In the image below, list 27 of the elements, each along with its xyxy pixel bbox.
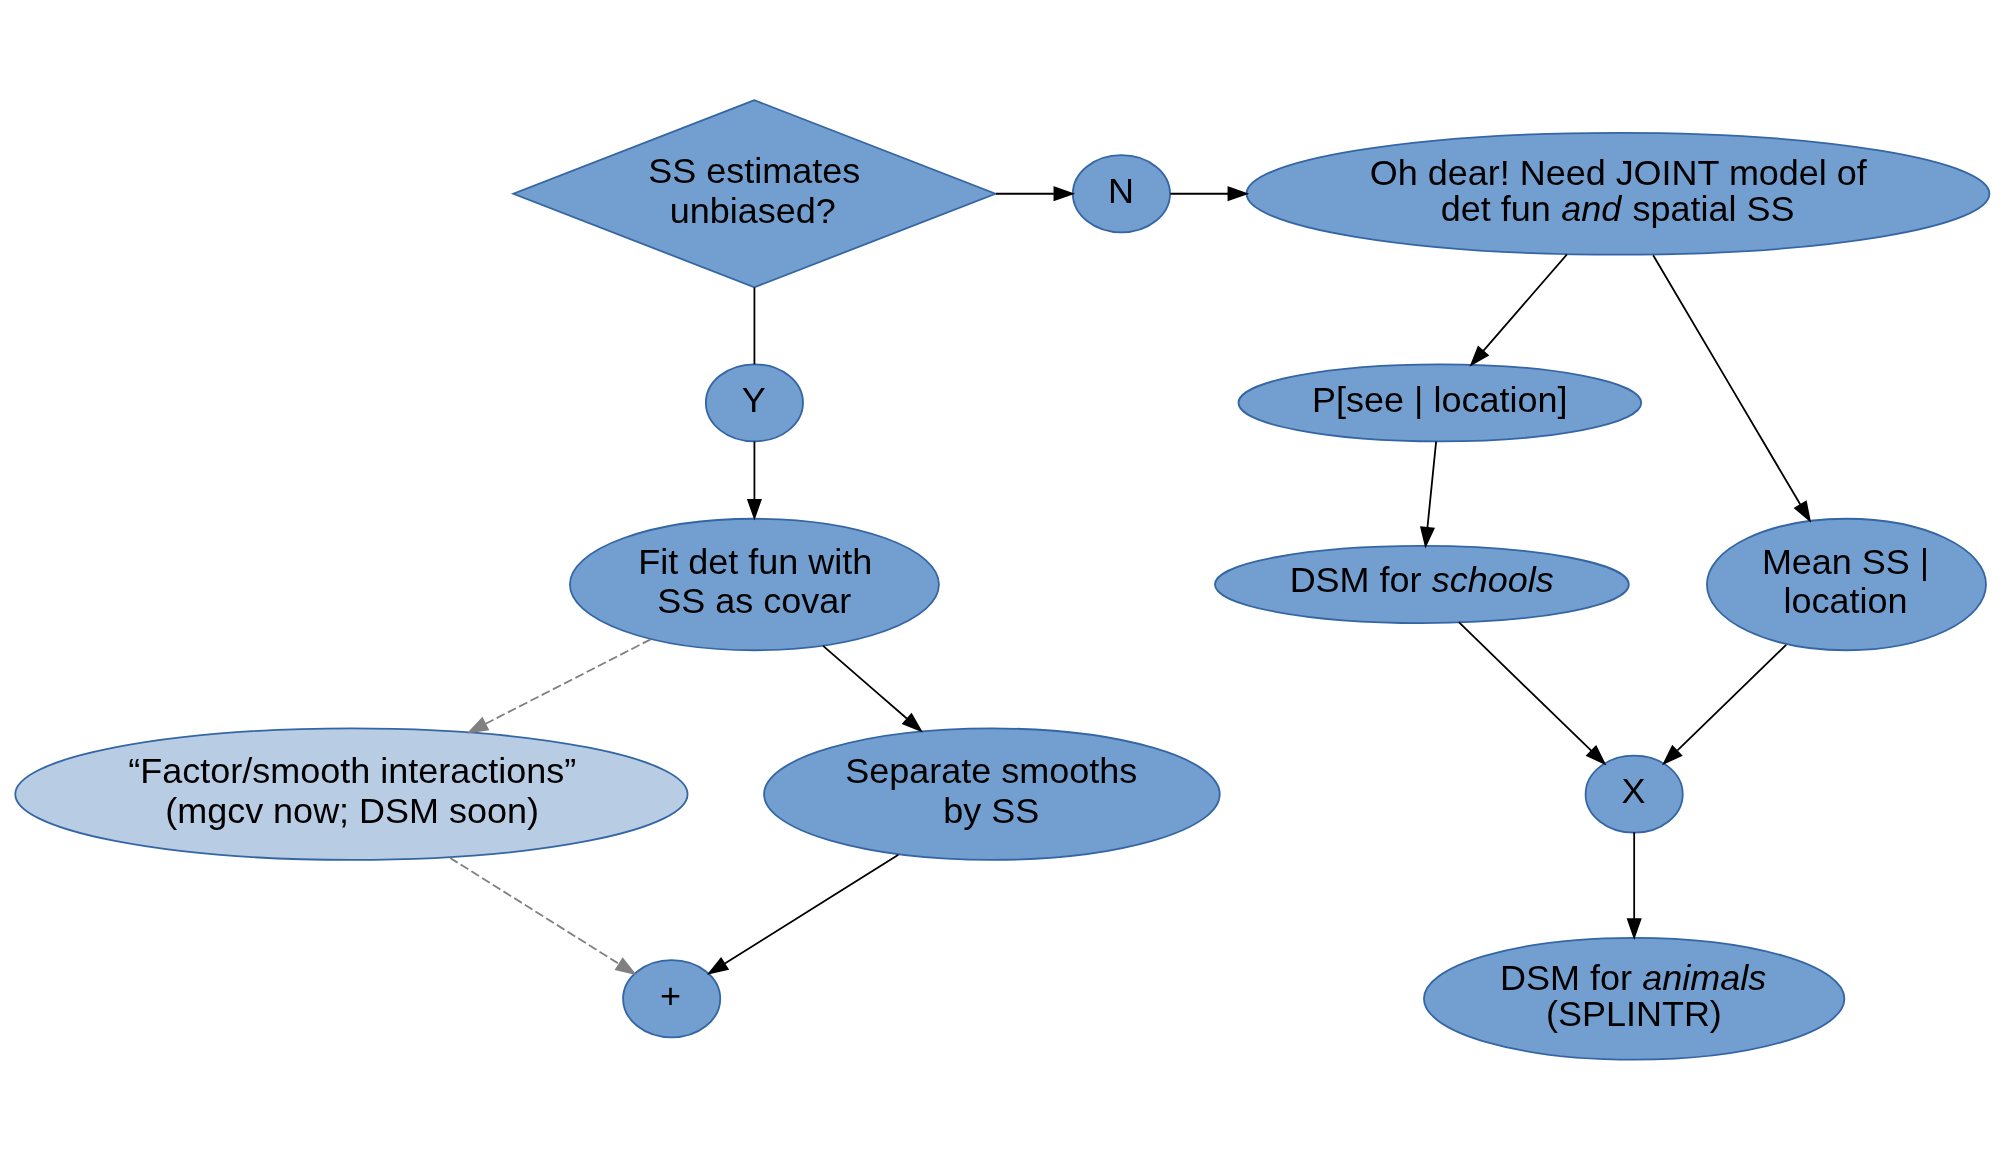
arrow: [1169, 185, 1250, 201]
arrow: [449, 856, 637, 975]
arrow: [1652, 253, 1812, 523]
arrow: [466, 638, 652, 733]
arrow: [1469, 253, 1568, 367]
node-ellipse: DSM for animals (SPLINTR): [1423, 936, 1846, 1061]
arrow: [1662, 643, 1788, 765]
arrow: [1457, 620, 1607, 765]
node-ellipse: DSM for schools: [1214, 544, 1630, 624]
arrow: [746, 440, 762, 520]
node-ellipse: Oh dear! Need JOINT model of det fun and spatial SS: [1245, 131, 1991, 256]
arrow: [1419, 440, 1437, 549]
node-ellipse: Fit det fun with SS as covar: [569, 517, 940, 651]
node-ellipse: “Factor/smooth interactions” (mgcv now; DSM soon): [14, 727, 689, 861]
node-ellipse: N: [1071, 153, 1171, 233]
node-ellipse: Separate smooths by SS: [763, 727, 1221, 861]
arrow: [995, 185, 1076, 201]
node-ellipse: Y: [704, 362, 804, 442]
node-diamond: SS estimates unbiased?: [510, 98, 998, 288]
connector: [753, 286, 756, 365]
arrow: [1626, 830, 1642, 940]
arrow: [706, 853, 900, 975]
node-ellipse: X: [1584, 754, 1684, 834]
node-ellipse: Mean SS | location: [1706, 517, 1987, 651]
arrow: [822, 644, 923, 733]
node-ellipse: +: [622, 958, 722, 1038]
node-ellipse: P[see | location]: [1237, 362, 1643, 442]
